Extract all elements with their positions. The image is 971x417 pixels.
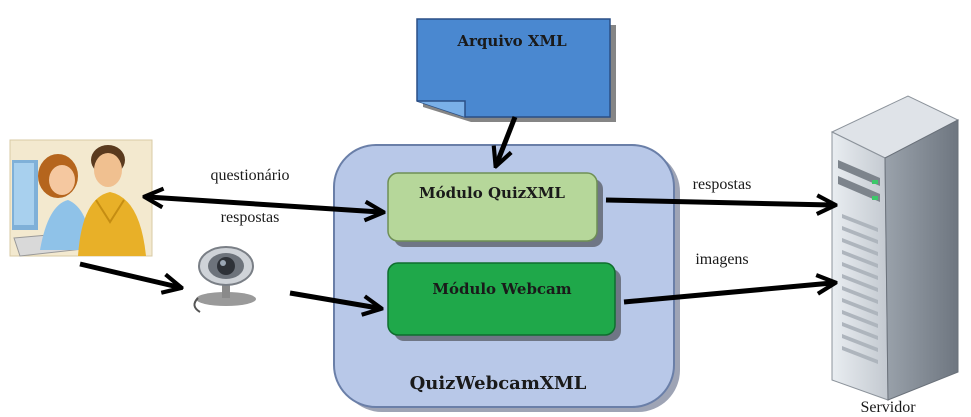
xml-file-label: Arquivo XML — [456, 32, 567, 50]
webcam-icon — [193, 246, 256, 313]
arrow-xml-to-quiz — [497, 116, 518, 163]
arrow-webcam-to-module — [289, 290, 378, 308]
arrow-user-to-webcam — [79, 261, 178, 287]
edge-label-respostas-right: respostas — [693, 176, 752, 193]
server-icon: Servidor — [830, 95, 960, 416]
quiz-module-label: Módulo QuizXML — [419, 184, 565, 202]
quiz-module-node: Módulo QuizXML — [387, 172, 603, 247]
users-illustration — [9, 139, 153, 257]
arrow-user-quiz-bidirectional — [148, 197, 380, 212]
arrows — [79, 116, 832, 308]
arrow-webcam-to-server — [623, 283, 832, 305]
edge-label-imagens: imagens — [695, 251, 748, 268]
webcam-module-node: Módulo Webcam — [387, 262, 621, 341]
edge-label-respostas-left: respostas — [221, 209, 280, 226]
server-label: Servidor — [860, 399, 916, 416]
container-label: QuizWebcamXML — [410, 373, 587, 394]
arrow-quiz-to-server — [605, 200, 832, 205]
xml-file-node: Arquivo XML — [416, 18, 616, 122]
webcam-module-label: Módulo Webcam — [432, 280, 571, 298]
edge-label-questionario: questionário — [210, 167, 289, 184]
